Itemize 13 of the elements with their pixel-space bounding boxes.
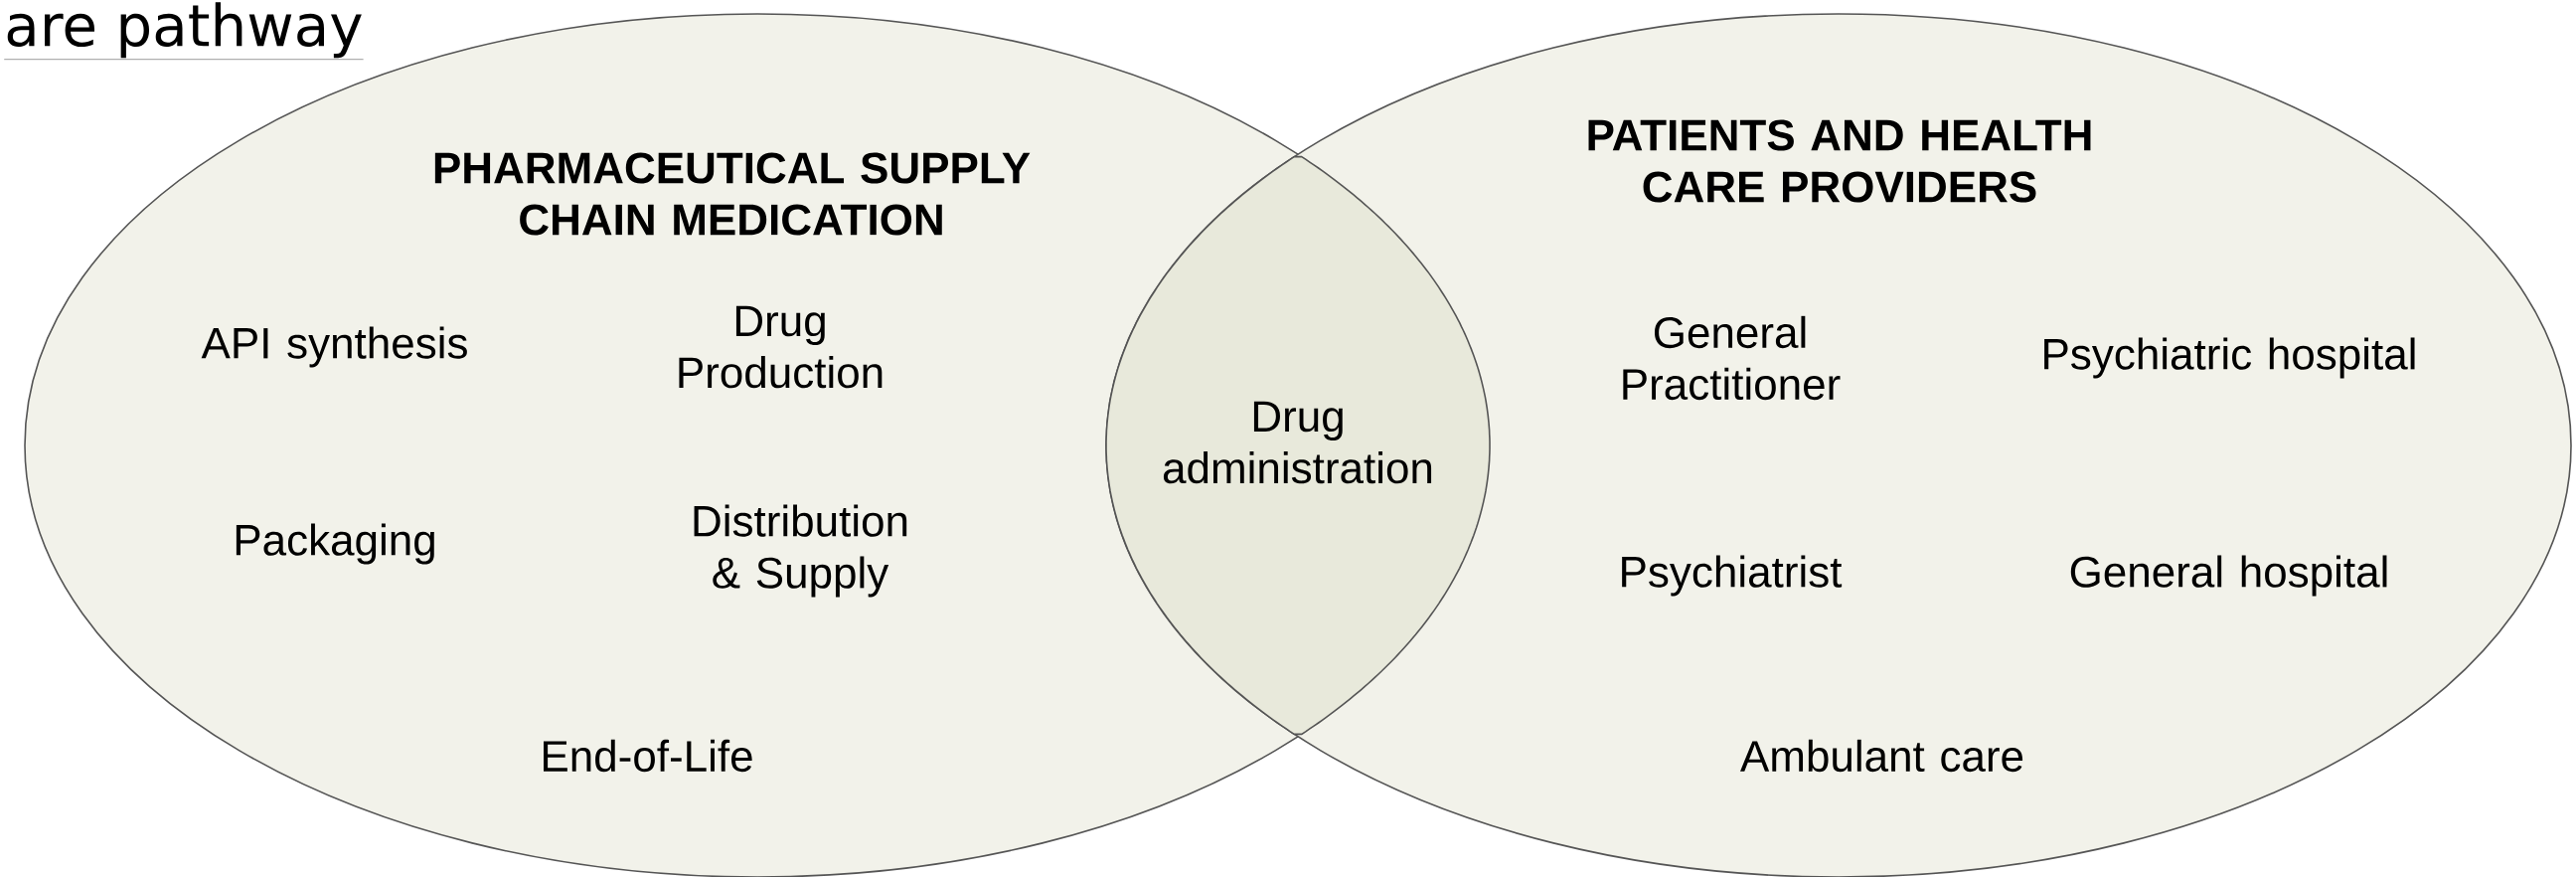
node-label: PHARMACEUTICAL SUPPLY CHAIN MEDICATION xyxy=(434,152,1031,236)
item-label: Psychiatrist xyxy=(1622,555,1843,597)
item-label: End-of-Life xyxy=(544,739,752,773)
item-label: General Practitioner xyxy=(1623,315,1841,401)
item-label: Psychiatric hospital xyxy=(2044,337,2415,379)
item-label: Drug Production xyxy=(679,305,883,389)
item-label: API synthesis xyxy=(201,326,467,368)
item-label: Ambulant care xyxy=(1740,739,2023,773)
node-label: PATIENTS AND HEALTH CARE PROVIDERS xyxy=(1588,119,2091,203)
item-label: General hospital xyxy=(2070,555,2387,597)
item-label: Distribution & Supply xyxy=(694,504,907,598)
overlap-lens: Drug administration xyxy=(1105,155,1491,736)
item-label: Packaging xyxy=(236,523,434,565)
